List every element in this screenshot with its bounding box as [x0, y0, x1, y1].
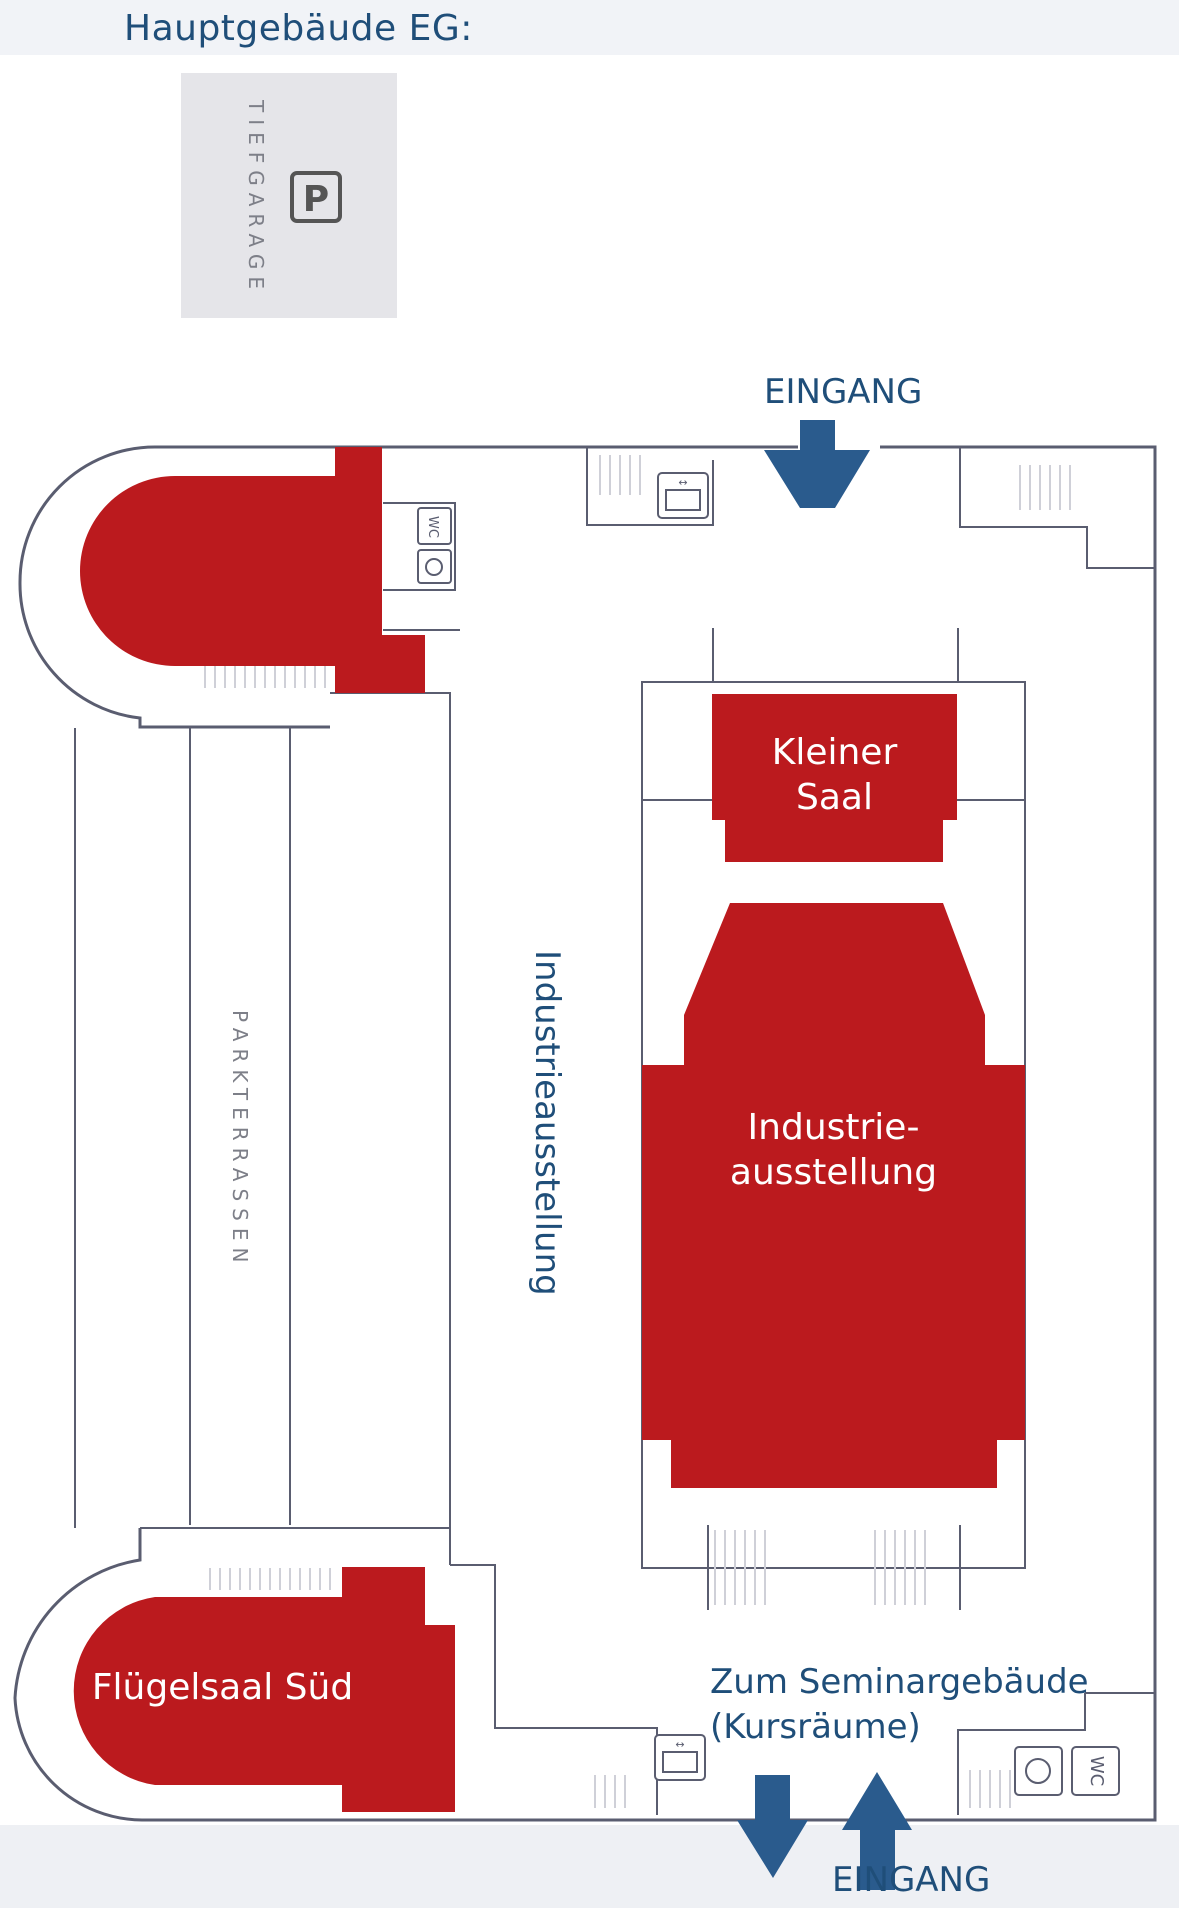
wc-icon: WC [417, 507, 452, 545]
room-fluegelsaal-nord [80, 447, 425, 693]
seminar-label: Zum Seminargebäude [710, 1662, 1089, 1702]
parking-garage [181, 73, 397, 318]
building-walls [13, 445, 1157, 1822]
room-kleiner-saal [712, 694, 957, 862]
arrow-down-icon [737, 1775, 808, 1878]
background-top [0, 0, 1179, 55]
wc-icon: WC [1071, 1746, 1120, 1796]
stairs [204, 455, 1071, 1808]
parking-label: TIEFGARAGE [244, 100, 268, 296]
entrance-top-label: EINGANG [764, 372, 923, 412]
parking-icon: P [290, 171, 342, 223]
room-label-fluegelsaal-sued: Flügelsaal Süd [91, 1667, 354, 1708]
room-label-kleiner-saal: Kleiner Saal [771, 732, 898, 818]
corridor-label: Industrieausstellung [527, 950, 567, 1296]
entrance-bottom-label: EINGANG [832, 1860, 991, 1900]
room-label-industrie: Industrie- ausstellung [729, 1107, 938, 1193]
svg-text:WC: WC [1086, 1756, 1107, 1786]
elevator-icon: ↔ [654, 1734, 706, 1781]
room-industrieausstellung [642, 903, 1025, 1488]
arrow-up-icon [842, 1772, 912, 1890]
arrow-down-icon [764, 420, 870, 508]
wheelchair-icon [1014, 1746, 1063, 1796]
svg-text:WC: WC [425, 516, 440, 538]
svg-text:↔: ↔ [678, 476, 687, 489]
seminar-sub-label: (Kursräume) [710, 1707, 921, 1747]
elevator-icon: ↔ [657, 472, 709, 519]
wheelchair-icon [417, 549, 452, 584]
page-title: Hauptgebäude EG: [124, 8, 473, 49]
svg-text:P: P [303, 179, 329, 220]
terrace-label: PARKTERRASSEN [228, 1010, 252, 1270]
background-bottom [0, 1825, 1179, 1908]
room-fluegelsaal-sued [73, 1567, 455, 1812]
svg-text:↔: ↔ [675, 1738, 684, 1751]
rooms [73, 447, 1025, 1812]
